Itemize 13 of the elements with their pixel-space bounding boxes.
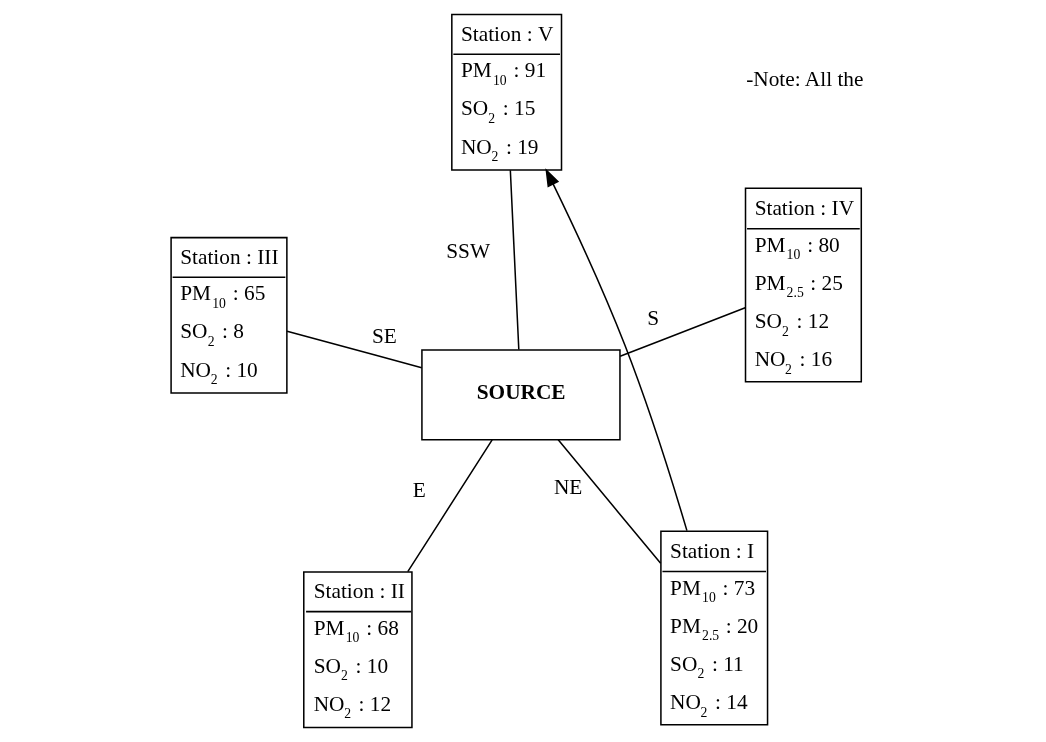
connector bbox=[619, 306, 746, 358]
label: -Note: All the bbox=[746, 66, 864, 91]
node-box: SOURCE bbox=[421, 349, 621, 441]
edge-label: SSW bbox=[446, 238, 490, 263]
edge-label: SE bbox=[371, 324, 397, 349]
edge-label: E bbox=[412, 478, 426, 503]
edge-label: S bbox=[647, 306, 660, 331]
connector bbox=[557, 439, 662, 565]
edge-label: NE bbox=[553, 475, 583, 500]
connector bbox=[286, 330, 423, 369]
connector bbox=[509, 169, 520, 351]
connector bbox=[407, 439, 493, 573]
arrow bbox=[545, 168, 688, 532]
